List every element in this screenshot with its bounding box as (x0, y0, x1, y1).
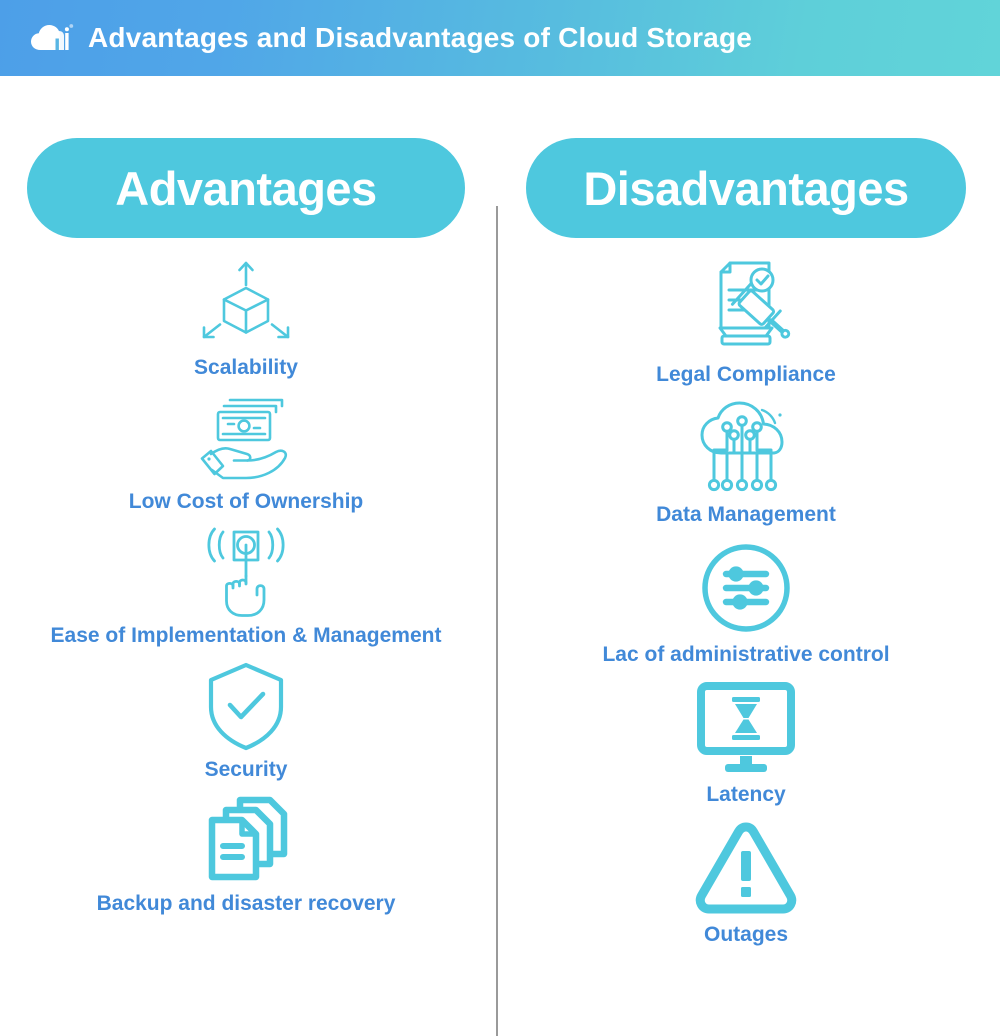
list-item-label: Ease of Implementation & Management (50, 624, 442, 648)
list-item-label: Latency (706, 783, 786, 807)
disadvantages-heading-label: Disadvantages (583, 161, 909, 215)
list-item-label: Low Cost of Ownership (128, 490, 364, 514)
stacked-documents-icon (196, 794, 296, 886)
disadvantages-item-list: Legal Compliance (492, 260, 1000, 960)
hand-holding-money-icon (190, 392, 302, 484)
advantages-column: Advantages (0, 76, 492, 1000)
advantages-item-list: Scalability (0, 258, 492, 928)
list-item-label: Lac of administrative control (602, 643, 890, 667)
list-item-label: Security (204, 758, 288, 782)
comparison-board: Advantages (0, 76, 1000, 1036)
advantages-heading-pill: Advantages (27, 138, 465, 238)
list-item[interactable]: Low Cost of Ownership (0, 392, 492, 513)
disadvantages-column: Disadvantages (492, 76, 1000, 1000)
advantages-heading-label: Advantages (115, 161, 377, 215)
warning-triangle-icon (695, 820, 797, 916)
list-item[interactable]: Latency (492, 680, 1000, 806)
list-item-label: Outages (703, 923, 789, 947)
list-item-label: Data Management (656, 503, 836, 527)
list-item[interactable]: Security (0, 660, 492, 781)
cloud-hi-logo-icon (30, 20, 74, 56)
disadvantages-heading-pill: Disadvantages (526, 138, 966, 238)
column-divider (496, 206, 498, 1036)
header-bar: Advantages and Disadvantages of Cloud St… (0, 0, 1000, 76)
list-item[interactable]: Data Management (492, 400, 1000, 526)
list-item[interactable]: Outages (492, 820, 1000, 946)
document-gavel-icon (696, 260, 796, 356)
list-item[interactable]: Lac of administrative control (492, 540, 1000, 666)
shield-check-icon (198, 660, 294, 752)
list-item[interactable]: Backup and disaster recovery (0, 794, 492, 915)
scalable-cube-icon (192, 258, 300, 350)
list-item[interactable]: Ease of Implementation & Management (0, 526, 492, 647)
settings-sliders-icon (698, 540, 794, 636)
monitor-hourglass-icon (694, 680, 798, 776)
list-item-label: Scalability (194, 356, 298, 379)
cloud-circuit-icon (694, 400, 798, 496)
list-item-label: Legal Compliance (656, 363, 836, 386)
page-title: Advantages and Disadvantages of Cloud St… (88, 22, 753, 53)
list-item-label: Backup and disaster recovery (96, 892, 396, 916)
hand-tap-signal-icon (196, 526, 296, 618)
list-item[interactable]: Scalability (0, 258, 492, 379)
list-item[interactable]: Legal Compliance (492, 260, 1000, 386)
